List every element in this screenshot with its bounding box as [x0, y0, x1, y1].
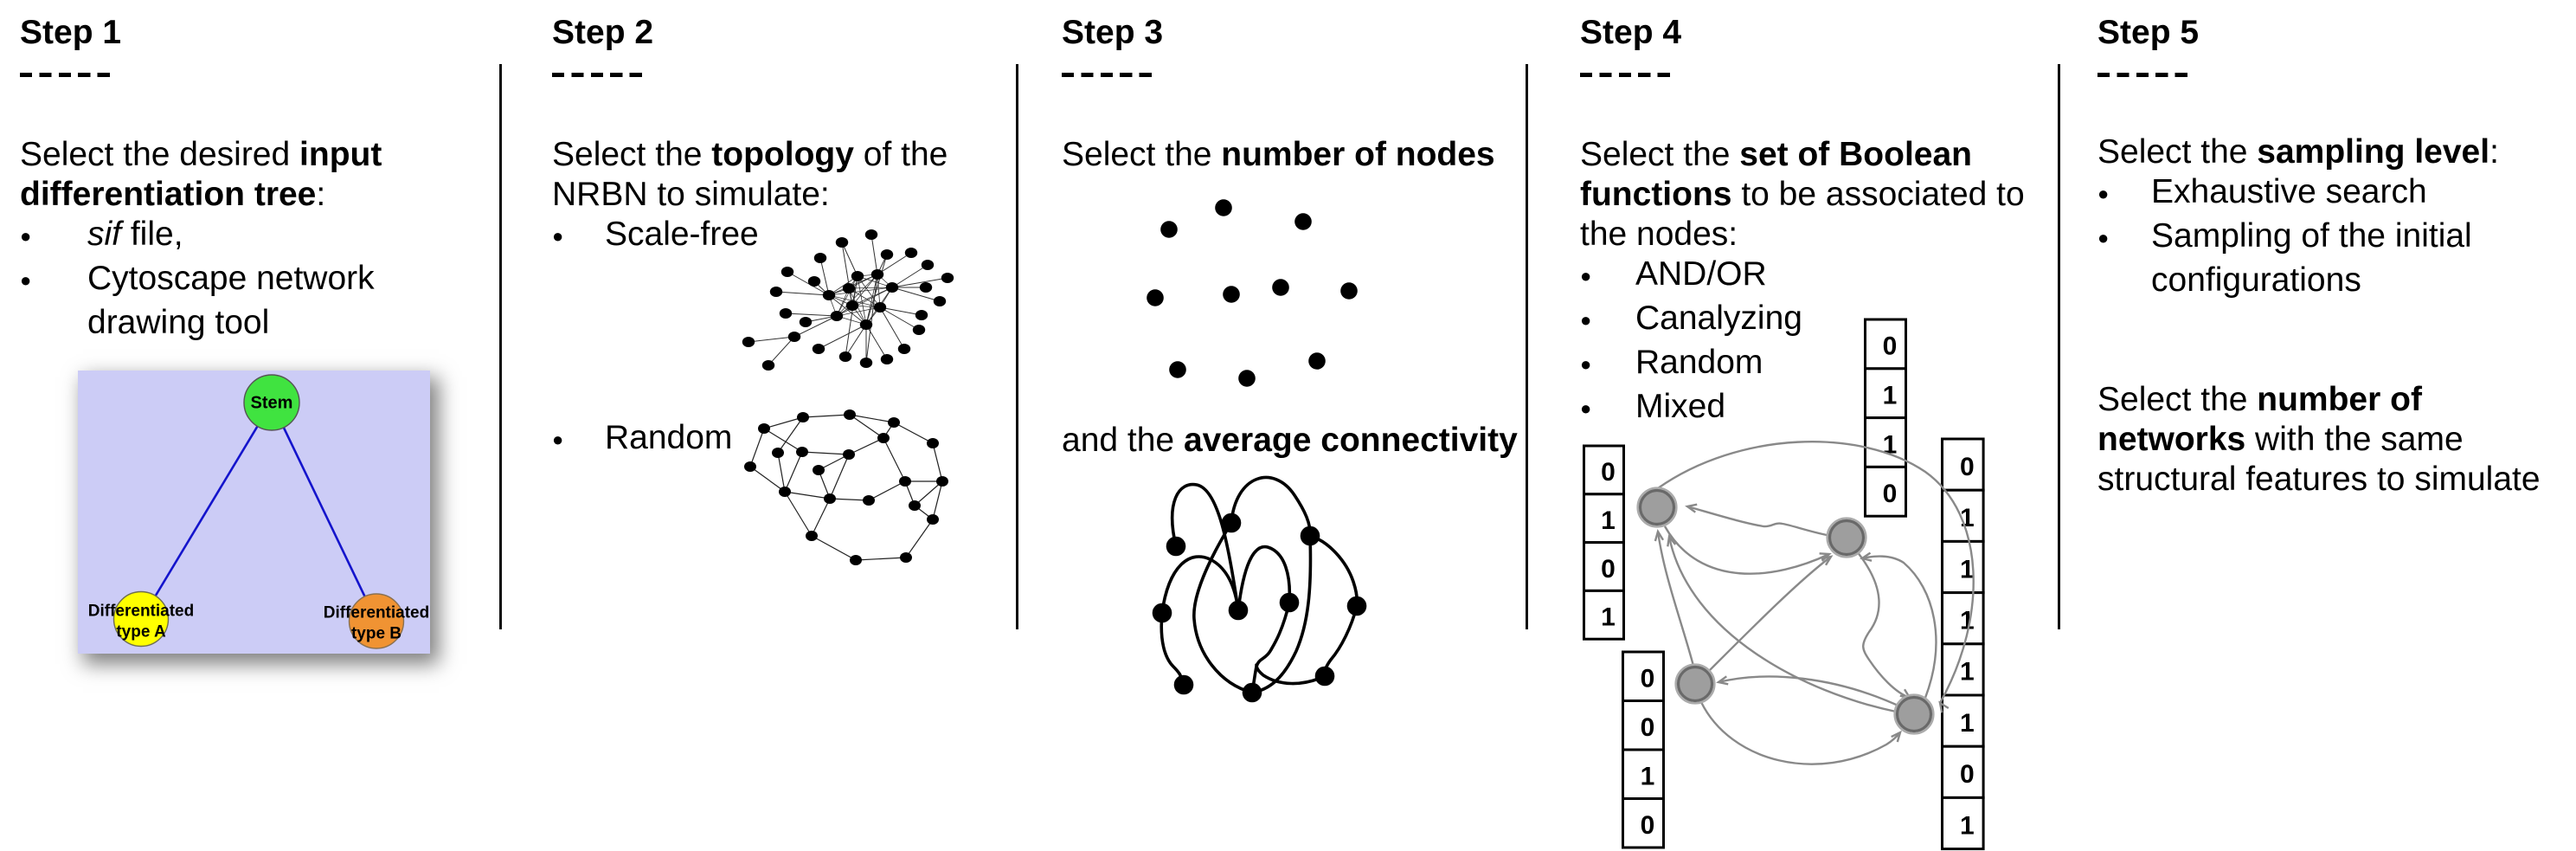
svg-text:1: 1: [1641, 763, 1655, 791]
svg-text:0: 0: [1641, 713, 1655, 742]
svg-text:type B: type B: [351, 625, 401, 643]
svg-text:0: 0: [1601, 555, 1616, 583]
svg-text:1: 1: [1601, 506, 1616, 535]
svg-text:1: 1: [1960, 811, 1975, 840]
svg-text:0: 0: [1641, 665, 1655, 693]
svg-text:0: 0: [1883, 480, 1898, 508]
svg-text:0: 0: [1641, 811, 1655, 840]
svg-text:type A: type A: [116, 623, 166, 641]
svg-text:1: 1: [1960, 658, 1975, 687]
svg-text:0: 0: [1960, 760, 1975, 789]
svg-text:Stem: Stem: [251, 394, 293, 413]
svg-text:0: 0: [1601, 458, 1616, 487]
svg-text:1: 1: [1883, 382, 1898, 410]
svg-text:Differentiated: Differentiated: [88, 603, 194, 621]
svg-text:1: 1: [1601, 603, 1616, 632]
svg-text:1: 1: [1960, 709, 1975, 738]
svg-text:0: 0: [1960, 453, 1975, 481]
svg-text:1: 1: [1960, 555, 1975, 583]
svg-text:Differentiated: Differentiated: [324, 604, 429, 622]
svg-text:0: 0: [1883, 332, 1898, 361]
